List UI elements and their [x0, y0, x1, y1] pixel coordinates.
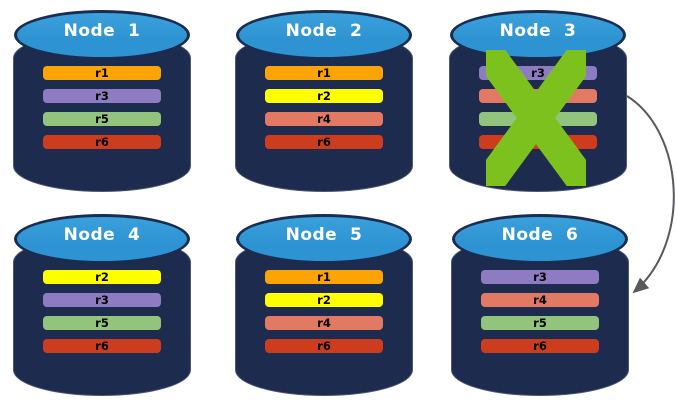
- failure-x-icon: [486, 50, 586, 186]
- cylinder-top: [14, 10, 190, 60]
- node-title: Node 5: [285, 225, 363, 245]
- cylinder-top: [450, 10, 626, 60]
- replica-bar-r6: r6: [481, 339, 599, 353]
- db-node: Node 2 r1 r2 r4 r6: [235, 8, 413, 192]
- replica-bar-r5: r5: [43, 112, 161, 126]
- replica-list: r1 r3 r5 r6: [43, 66, 161, 149]
- replica-bar-r2: r2: [265, 89, 383, 103]
- replica-list: r2 r3 r5 r6: [43, 270, 161, 353]
- replica-bar-r1: r1: [265, 270, 383, 284]
- replica-bar-r2: r2: [265, 293, 383, 307]
- db-node: Node 5 r1 r2 r4 r6: [235, 212, 413, 396]
- replica-bar-r5: r5: [481, 316, 599, 330]
- cylinder-top: [452, 214, 628, 264]
- replica-bar-r2: r2: [43, 270, 161, 284]
- db-node: Node 1 r1 r3 r5 r6: [13, 8, 191, 192]
- replica-bar-r5: r5: [43, 316, 161, 330]
- replica-list: r1 r2 r4 r6: [265, 66, 383, 149]
- cylinder-top: [236, 10, 412, 60]
- replica-bar-r1: r1: [43, 66, 161, 80]
- replica-bar-r1: r1: [265, 66, 383, 80]
- replica-bar-r3: r3: [43, 89, 161, 103]
- replica-bar-r3: r3: [481, 270, 599, 284]
- replica-bar-r6: r6: [43, 135, 161, 149]
- node-title: Node 4: [63, 225, 141, 245]
- db-node: Node 4 r2 r3 r5 r6: [13, 212, 191, 396]
- replica-list: r3 r4 r5 r6: [481, 270, 599, 353]
- replica-bar-r4: r4: [481, 293, 599, 307]
- replica-bar-r4: r4: [265, 316, 383, 330]
- replica-bar-r6: r6: [265, 135, 383, 149]
- cylinder-top: [236, 214, 412, 264]
- replica-bar-r6: r6: [43, 339, 161, 353]
- replica-bar-r3: r3: [43, 293, 161, 307]
- replica-bar-r4: r4: [265, 112, 383, 126]
- node-title: Node 2: [285, 21, 363, 41]
- replica-bar-r6: r6: [265, 339, 383, 353]
- cylinder-top: [14, 214, 190, 264]
- node-title: Node 3: [499, 21, 577, 41]
- replica-list: r1 r2 r4 r6: [265, 270, 383, 353]
- node-title: Node 1: [63, 21, 141, 41]
- db-node: Node 6 r3 r4 r5 r6: [451, 212, 629, 396]
- arrow-curve: [626, 95, 675, 294]
- node-title: Node 6: [501, 225, 579, 245]
